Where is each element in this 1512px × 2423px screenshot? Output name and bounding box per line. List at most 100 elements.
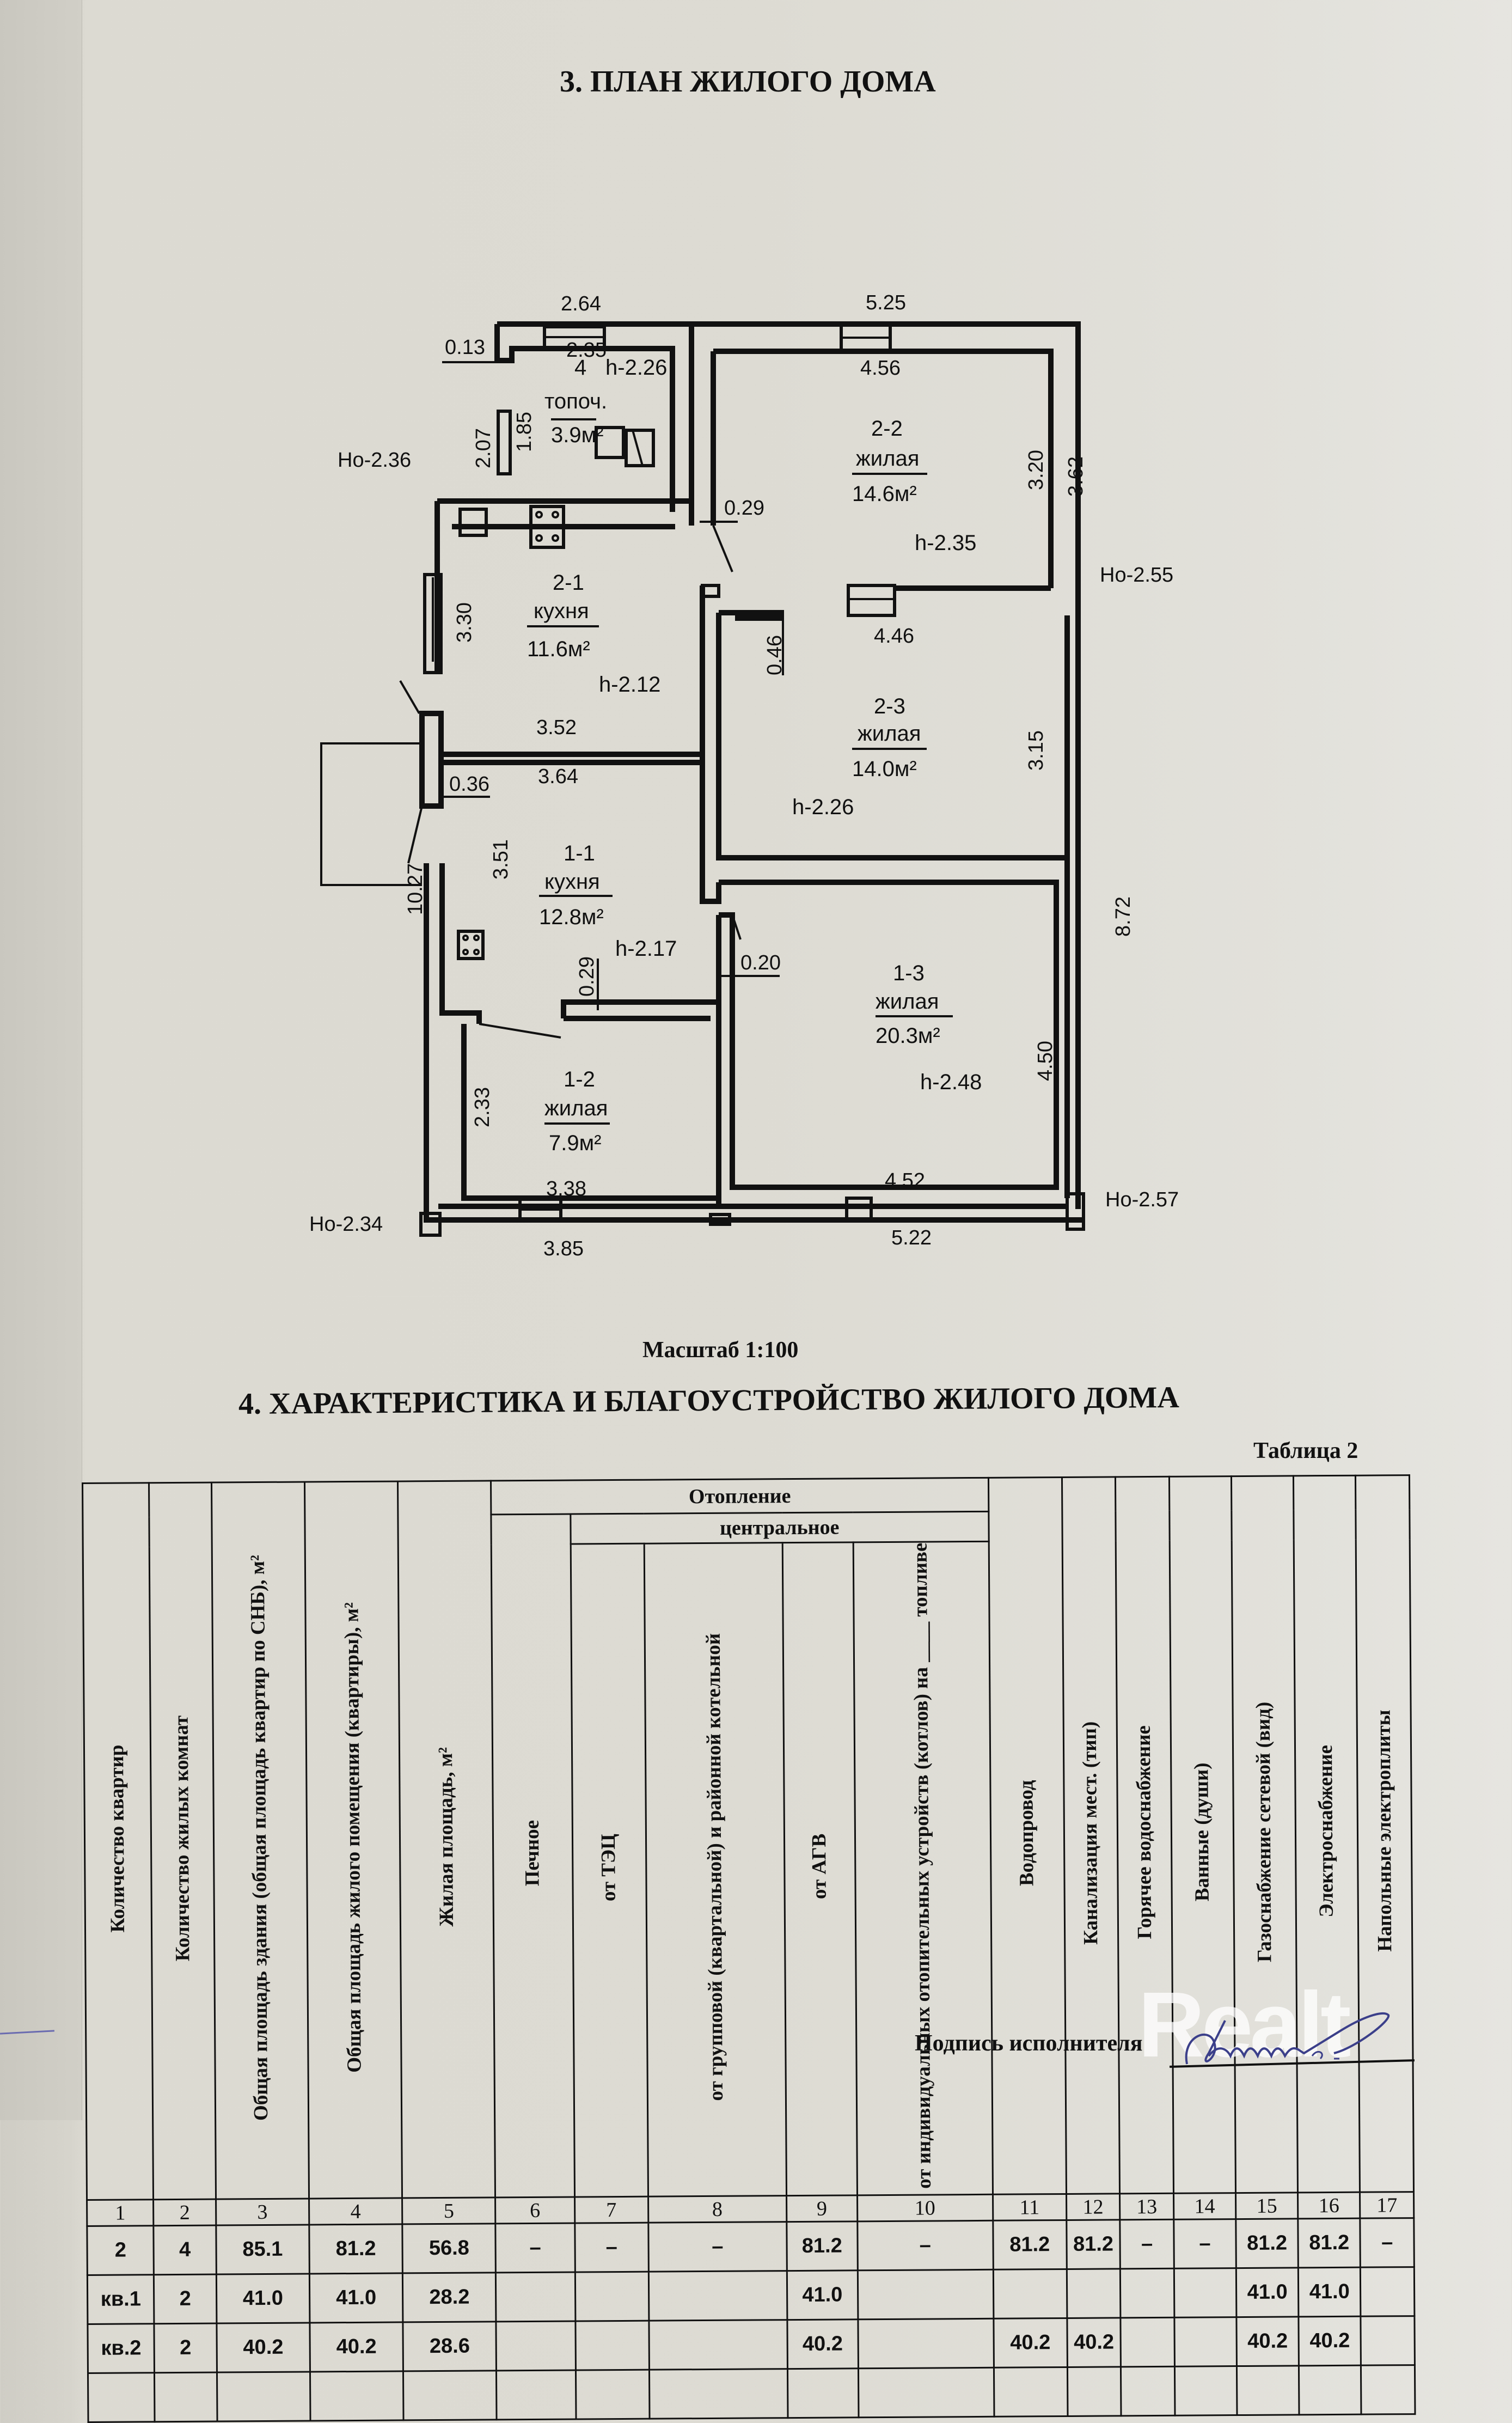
table-cell: 2	[154, 2323, 217, 2373]
room-2-1: 2-1 кухня 11.6м² h-2.12	[527, 571, 660, 697]
table-cell	[994, 2367, 1068, 2417]
table-cell: –	[1173, 2219, 1236, 2269]
svg-text:топоч.: топоч.	[544, 389, 607, 413]
svg-text:жилая: жилая	[858, 722, 921, 746]
svg-text:h-2.17: h-2.17	[615, 937, 677, 961]
table-cell	[575, 2321, 650, 2371]
svg-text:2.07: 2.07	[472, 428, 495, 468]
svg-text:3.51: 3.51	[489, 839, 512, 880]
svg-text:2-3: 2-3	[874, 694, 905, 718]
table-cell: 40.2	[1299, 2316, 1361, 2366]
page-fold-shadow	[0, 0, 82, 2120]
table-cell	[496, 2370, 576, 2420]
col-header-15: Газоснабжение сетевой (вид)	[1231, 1475, 1298, 2193]
svg-text:5.22: 5.22	[891, 1226, 932, 1249]
svg-text:1-2: 1-2	[564, 1067, 595, 1091]
col-header-12: Канализация мест. (тип)	[1062, 1476, 1120, 2194]
table-cell: 41.0	[1298, 2267, 1361, 2317]
table-cell	[575, 2272, 649, 2322]
svg-text:2.35: 2.35	[566, 339, 607, 362]
table-cell	[403, 2371, 497, 2421]
table-cell	[1174, 2366, 1237, 2416]
heating-group-header: Отопление	[491, 1478, 989, 1515]
column-number: 8	[648, 2195, 787, 2223]
scale-label: Масштаб 1:100	[642, 1338, 799, 1363]
table-cell: –	[574, 2223, 648, 2273]
svg-text:8.72: 8.72	[1112, 896, 1135, 937]
col-header-6: Печное	[491, 1514, 575, 2198]
svg-text:4.56: 4.56	[860, 357, 901, 380]
dimensions: 2.64 2.35 0.13 2.07 1.85 5.25 4.56 3.20 …	[404, 291, 1135, 1260]
svg-text:3.15: 3.15	[1025, 730, 1048, 771]
table-cell: кв.2	[87, 2323, 155, 2373]
table-cell	[496, 2321, 576, 2371]
column-number: 1	[87, 2199, 154, 2226]
table-cell	[1361, 2365, 1415, 2415]
table-cell: 81.2	[1066, 2220, 1121, 2269]
table-cell	[1066, 2269, 1121, 2318]
table-cell	[1360, 2267, 1415, 2317]
table-cell	[1120, 2268, 1174, 2318]
svg-text:Ho-2.57: Ho-2.57	[1105, 1188, 1179, 1211]
svg-text:Ho-2.34: Ho-2.34	[309, 1213, 383, 1236]
col-header-11: Водопровод	[988, 1477, 1067, 2195]
floor-plan: 4 h-2.26 топоч. 3.9м² 2-1 кухня 11.6м² h…	[309, 291, 1179, 1260]
svg-text:жилая: жилая	[876, 990, 939, 1014]
section3-title: 3. ПЛАН ЖИЛОГО ДОМА	[560, 65, 936, 99]
signature-label: Подпись исполнителя	[915, 2031, 1143, 2056]
watermark-logo: Realt	[1138, 1973, 1351, 2077]
table-cell	[858, 2318, 994, 2369]
col-header-1: Количество квартир	[82, 1482, 154, 2200]
table-cell: 40.2	[309, 2322, 403, 2372]
svg-text:2.64: 2.64	[561, 292, 601, 315]
characteristics-table: Количество квартир Количество жилых комн…	[82, 1474, 1416, 2423]
svg-text:0.36: 0.36	[449, 773, 489, 796]
col-header-8: от групповой (квартальной) и районной ко…	[644, 1542, 787, 2197]
table-cell	[1174, 2317, 1237, 2367]
table-cell	[787, 2369, 859, 2418]
table-cell: –	[495, 2223, 576, 2273]
table-cell: –	[1360, 2218, 1415, 2268]
table-cell: 81.2	[309, 2224, 403, 2274]
column-number: 14	[1173, 2193, 1236, 2220]
svg-text:Ho-2.55: Ho-2.55	[1100, 564, 1173, 587]
svg-text:0.13: 0.13	[445, 336, 485, 359]
column-number: 7	[574, 2196, 648, 2224]
svg-text:3.64: 3.64	[538, 765, 578, 788]
table-cell: 81.2	[1297, 2218, 1361, 2268]
svg-text:11.6м²: 11.6м²	[527, 637, 590, 661]
svg-text:h-2.48: h-2.48	[920, 1070, 982, 1094]
svg-text:3.9м²: 3.9м²	[551, 423, 603, 447]
svg-text:20.3м²: 20.3м²	[876, 1024, 940, 1048]
col-header-9: от АГВ	[782, 1542, 858, 2196]
column-number: 15	[1235, 2193, 1298, 2219]
column-number: 11	[993, 2194, 1067, 2221]
svg-text:1-1: 1-1	[564, 841, 595, 865]
table-cell: 40.2	[1236, 2317, 1299, 2366]
svg-text:4.52: 4.52	[885, 1169, 925, 1192]
table-cell	[648, 2320, 788, 2370]
svg-text:0.29: 0.29	[724, 497, 764, 520]
column-number: 16	[1297, 2192, 1361, 2219]
column-number: 5	[402, 2198, 496, 2225]
col-header-5: Жилая площадь, м²	[397, 1480, 495, 2199]
svg-text:3.85: 3.85	[543, 1237, 584, 1260]
svg-text:0.46: 0.46	[763, 635, 786, 675]
col-header-17: Напольные электроплиты	[1355, 1475, 1414, 2193]
svg-text:3.20: 3.20	[1025, 450, 1048, 490]
col-header-13: Горячее водоснабжение	[1115, 1476, 1174, 2194]
svg-text:14.0м²: 14.0м²	[852, 757, 917, 781]
column-number: 2	[154, 2199, 216, 2226]
room-1-1: 1-1 кухня 12.8м² h-2.17	[539, 841, 677, 961]
table-cell: 2	[87, 2225, 154, 2275]
table-cell: 85.1	[216, 2225, 310, 2275]
table-cell: 41.0	[1236, 2268, 1299, 2317]
table-cell	[857, 2269, 994, 2320]
table-row	[88, 2365, 1415, 2422]
table-cell	[1067, 2367, 1122, 2416]
ground-marks: Ho-2.36 Ho-2.55 Ho-2.34 Ho-2.57	[309, 449, 1179, 1236]
table-cell	[1361, 2316, 1415, 2366]
